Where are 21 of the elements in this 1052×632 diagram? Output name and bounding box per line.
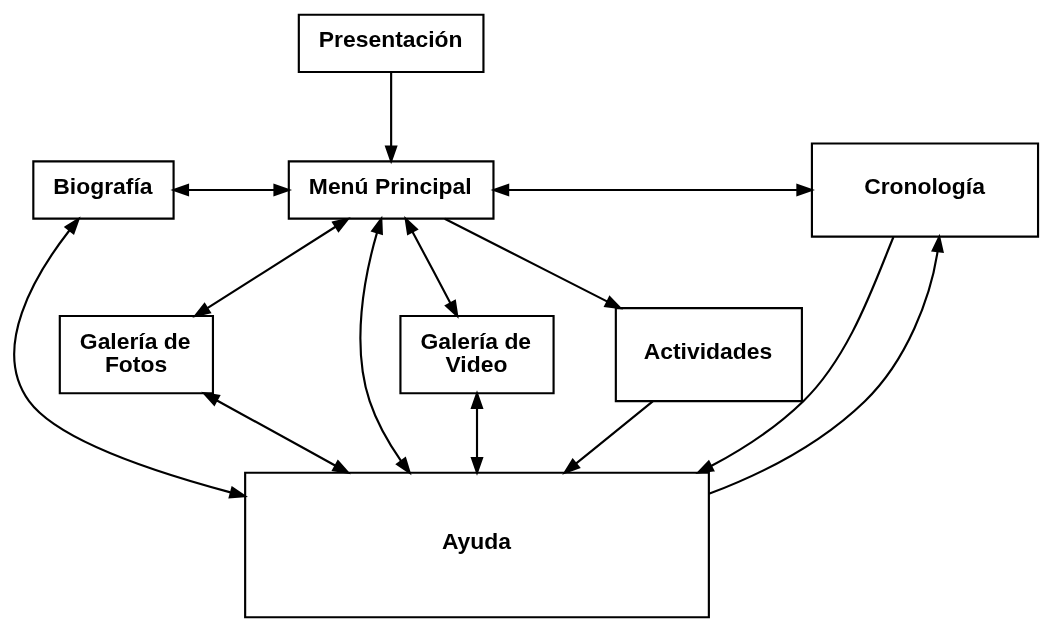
arrow — [384, 72, 398, 165]
arrow — [444, 217, 624, 310]
arrow — [170, 183, 293, 197]
arrow — [404, 216, 459, 319]
node-box: Galería de Video — [399, 314, 555, 395]
node-box: Galería de Fotos — [58, 314, 215, 395]
node-box: Actividades — [614, 307, 803, 403]
arrow — [13, 216, 248, 499]
arrow — [192, 217, 351, 318]
node-box: Ayuda — [244, 471, 710, 619]
node-box: Cronología — [810, 142, 1040, 238]
arrow — [695, 236, 895, 475]
arrow — [359, 215, 412, 476]
arrow — [708, 233, 944, 495]
arrow — [470, 390, 484, 476]
node-box: Menú Principal — [287, 160, 495, 220]
arrow — [562, 400, 654, 475]
arrow — [490, 183, 815, 197]
arrow — [201, 391, 351, 475]
node-box: Biografía — [32, 160, 175, 220]
node-box: Presentación — [297, 13, 485, 74]
